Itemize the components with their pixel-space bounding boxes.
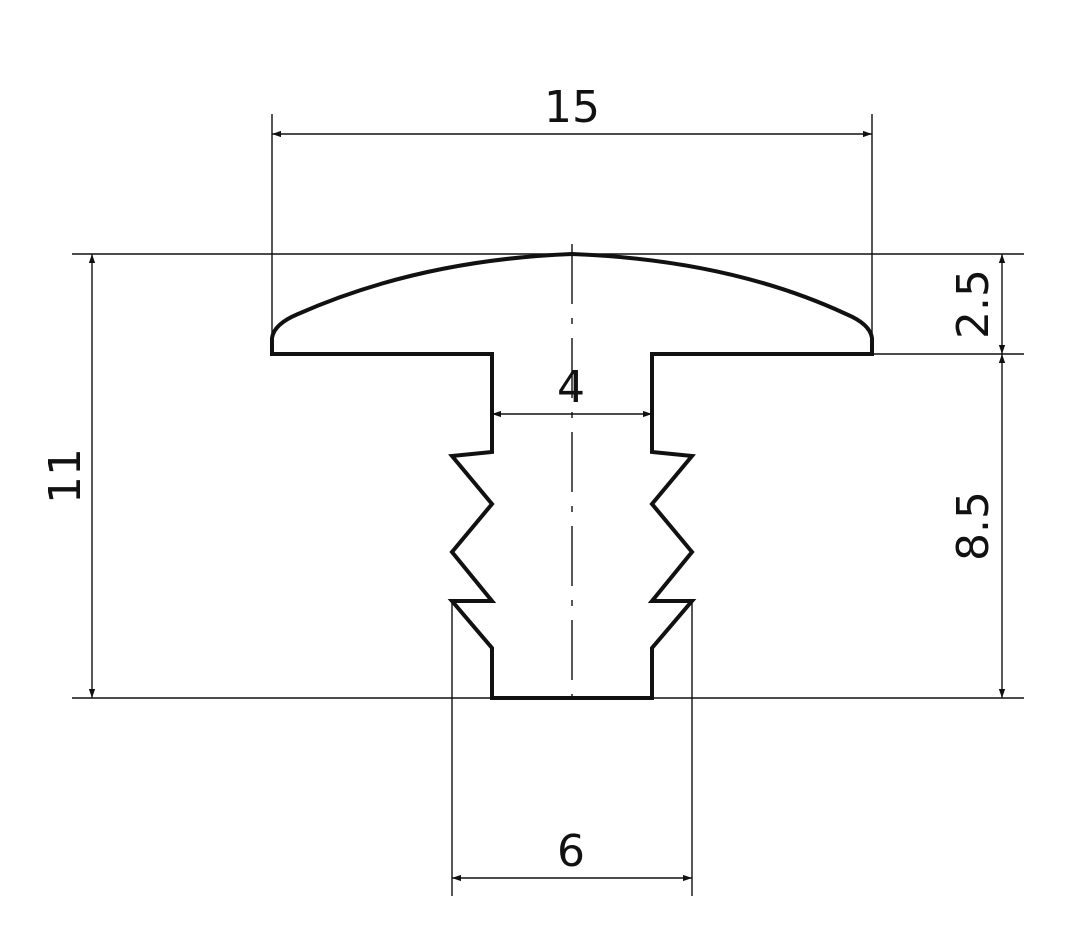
dimension-lines xyxy=(88,130,1006,882)
dim-total-height-label: 11 xyxy=(40,448,91,504)
dim-stem-height-label: 8.5 xyxy=(948,491,999,561)
dim-head-width-label: 15 xyxy=(544,82,600,133)
extension-lines xyxy=(72,114,1024,896)
part-outline xyxy=(270,251,874,700)
dim-head-height-label: 2.5 xyxy=(948,269,999,339)
dim-stem-width-label: 4 xyxy=(557,362,585,413)
dim-fin-width-label: 6 xyxy=(557,826,585,877)
